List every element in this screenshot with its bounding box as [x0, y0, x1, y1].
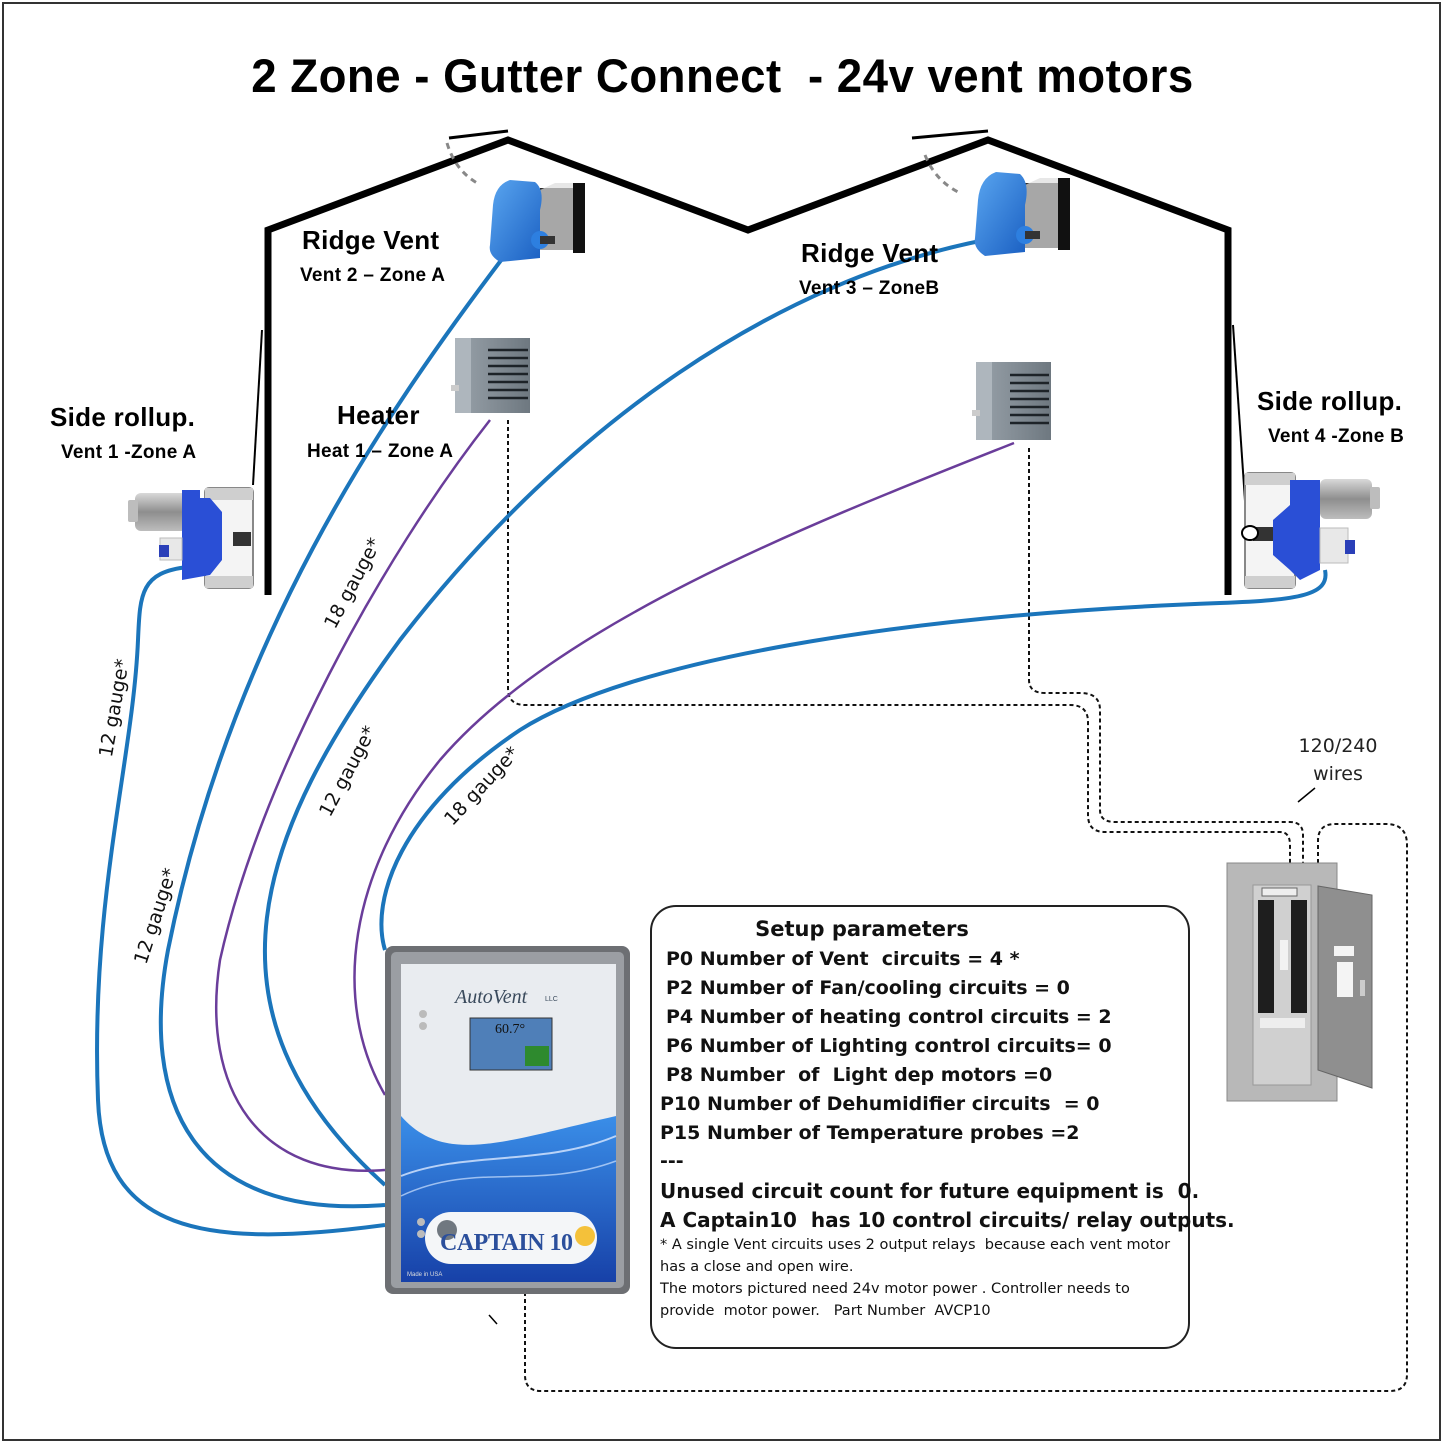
heater-2-icon	[972, 362, 1051, 440]
side-rollup-4-sub: Vent 4 -Zone B	[1268, 426, 1405, 447]
wire-heater-2	[353, 441, 1015, 1096]
param-p8: P8 Number of Light dep motors =0	[666, 1064, 1053, 1086]
wire-heater-1	[215, 419, 491, 1173]
ridge-vent-3-heading: Ridge Vent	[801, 238, 939, 268]
controller-screen-temp: 60.7°	[495, 1022, 526, 1037]
controller-enclosure-icon	[385, 946, 630, 1294]
param-separator: ---	[660, 1150, 684, 1172]
heater-1-icon	[451, 338, 530, 413]
param-p0: P0 Number of Vent circuits = 4 *	[666, 948, 1020, 970]
summary-unused-circuits: Unused circuit count for future equipmen…	[660, 1179, 1200, 1203]
panel-pointer-line	[1297, 787, 1316, 803]
controller-brand: AutoVent	[455, 986, 528, 1008]
param-p4: P4 Number of heating control circuits = …	[666, 1006, 1112, 1028]
ridge-vent-swing-arc-a	[445, 142, 478, 185]
side-rollup-1-heading: Side rollup.	[50, 402, 196, 432]
side-rollup-motor-4-icon	[1241, 472, 1380, 589]
controller-made-in: Made in USA	[407, 1272, 443, 1278]
greenhouse-roof-outline	[264, 136, 1232, 595]
wire-vent-2	[158, 253, 507, 1209]
ridge-vent-motor-2-icon	[489, 180, 585, 262]
ridge-vent-motor-3-icon	[974, 172, 1070, 256]
ridge-vent-flap-b	[911, 129, 989, 140]
mains-wire-heater-1	[507, 420, 1291, 865]
setup-parameters-box: Setup parameters P0 Number of Vent circu…	[650, 905, 1235, 1349]
controller-tick-mark	[488, 1314, 498, 1325]
summary-captain10-circuits: A Captain10 has 10 control circuits/ rel…	[660, 1208, 1235, 1232]
mains-voltage-line2: wires	[1313, 763, 1363, 785]
side-rollup-1-sub: Vent 1 -Zone A	[61, 442, 197, 463]
ridge-vent-2-heading: Ridge Vent	[302, 225, 440, 255]
ridge-vent-swing-arc-b	[923, 154, 959, 194]
side-rollup-motor-1-icon	[128, 487, 254, 589]
footnote-1: * A single Vent circuits uses 2 output r…	[660, 1237, 1171, 1253]
param-p2: P2 Number of Fan/cooling circuits = 0	[666, 977, 1070, 999]
wire-vent-1	[95, 565, 386, 1237]
wire-vent-4	[379, 569, 1328, 951]
footnote-2: has a close and open wire.	[660, 1259, 854, 1275]
breaker-panel-icon	[1226, 862, 1373, 1102]
diagram-title: 2 Zone - Gutter Connect - 24v vent motor…	[251, 49, 1194, 102]
footnote-4: provide motor power. Part Number AVCP10	[660, 1303, 991, 1319]
heater-1-heading: Heater	[337, 400, 420, 430]
controller-model: CAPTAIN 10	[440, 1230, 573, 1256]
param-p15: P15 Number of Temperature probes =2	[660, 1122, 1080, 1144]
param-p10: P10 Number of Dehumidifier circuits = 0	[660, 1093, 1100, 1115]
wire-vent-3	[262, 238, 986, 1187]
mains-wire-heater-2	[1028, 448, 1304, 865]
mains-voltage-note: 120/240 wires	[1288, 732, 1388, 788]
mains-wire-controller	[524, 823, 1408, 1392]
param-p6: P6 Number of Lighting control circuits= …	[666, 1035, 1112, 1057]
heater-1-sub: Heat 1 – Zone A	[307, 441, 454, 462]
controller-brand-suffix: LLC	[545, 996, 558, 1003]
setup-parameters-title: Setup parameters	[755, 917, 969, 941]
captain10-controller: AutoVent LLC 60.7° CAPTAIN 10 Made in US…	[385, 946, 630, 1294]
footnote-3: The motors pictured need 24v motor power…	[660, 1281, 1130, 1297]
rollup-cord-left	[252, 329, 263, 486]
side-rollup-4-heading: Side rollup.	[1257, 386, 1403, 416]
mains-voltage-line1: 120/240	[1298, 735, 1378, 757]
ridge-vent-2-sub: Vent 2 – Zone A	[300, 265, 446, 286]
ridge-vent-3-sub: Vent 3 – ZoneB	[799, 278, 940, 299]
ridge-vent-flap-a	[448, 129, 509, 140]
